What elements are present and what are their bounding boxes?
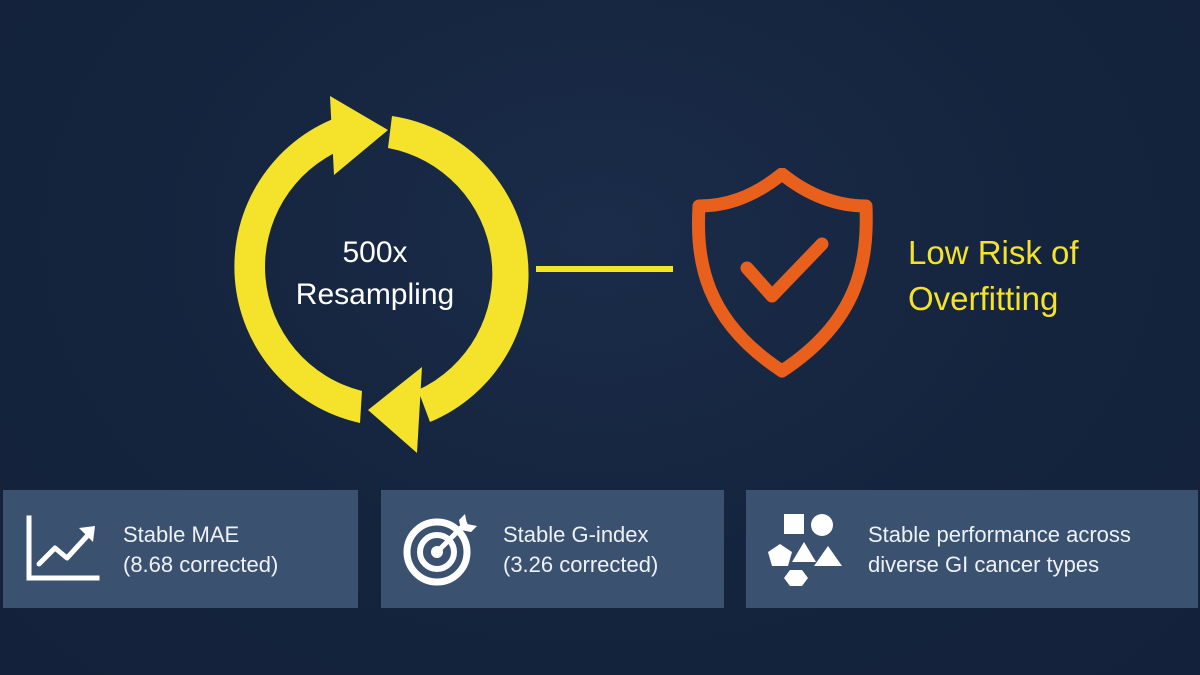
shapes-icon <box>768 514 842 586</box>
risk-label-line2: Overfitting <box>908 280 1059 317</box>
stat-value: diverse GI cancer types <box>868 552 1100 577</box>
overfitting-risk-label: Low Risk of Overfitting <box>908 230 1079 322</box>
target-icon <box>403 514 477 586</box>
stat-card-text: Stable performance across diverse GI can… <box>868 520 1131 580</box>
cycle-label-action: Resampling <box>295 278 455 311</box>
stat-card-text: Stable G-index (3.26 corrected) <box>503 520 658 580</box>
risk-label-line1: Low Risk of <box>908 234 1079 271</box>
cycle-label-count: 500x <box>342 236 408 269</box>
line-chart-icon <box>26 515 100 581</box>
stat-card-cancer-types: Stable performance across diverse GI can… <box>746 490 1198 608</box>
stat-title: Stable performance across <box>868 522 1131 547</box>
stat-title: Stable MAE <box>123 522 240 547</box>
stat-card-text: Stable MAE (8.68 corrected) <box>123 520 278 580</box>
stat-value: (3.26 corrected) <box>503 552 659 577</box>
refresh-cycle-icon <box>234 96 529 453</box>
stat-card-g-index: Stable G-index (3.26 corrected) <box>381 490 724 608</box>
shield-check-icon <box>692 168 873 378</box>
stat-card-mae: Stable MAE (8.68 corrected) <box>3 490 358 608</box>
cycle-label: 500x Resampling <box>250 232 500 316</box>
stat-title: Stable G-index <box>503 522 649 547</box>
stat-value: (8.68 corrected) <box>123 552 279 577</box>
connector-line <box>536 266 673 272</box>
